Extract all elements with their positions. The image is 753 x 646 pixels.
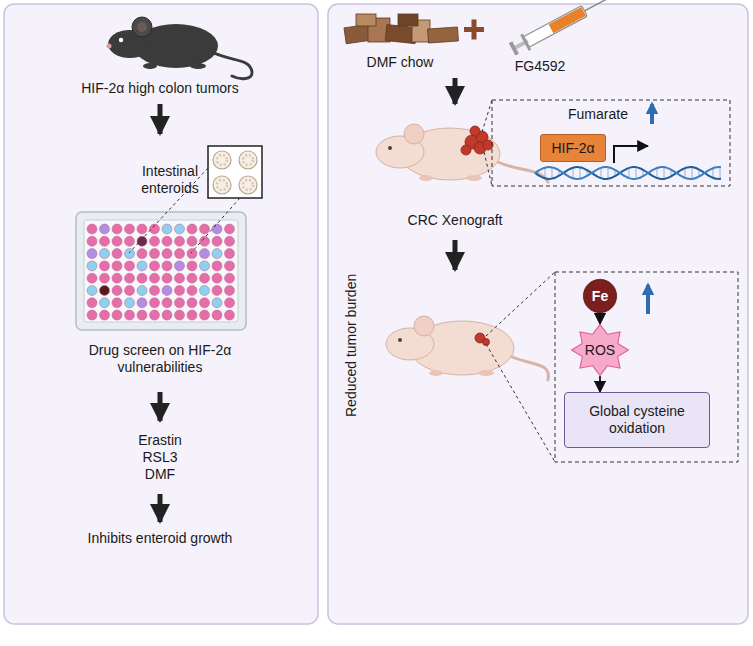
caption-text: Inhibits enteroid growth [88, 530, 233, 547]
plus-sign [464, 20, 484, 40]
increase-arrow [646, 285, 650, 314]
drug-list: Erastin RSL3 DMF [130, 432, 190, 482]
flow-arrow [160, 78, 455, 522]
flow-connector [599, 376, 601, 392]
caption-text: HIF-2α high colon tumors [81, 80, 239, 97]
zoom-line [486, 272, 555, 462]
gene-box: HIF-2α [540, 134, 606, 162]
node-text: Global cysteine oxidation [577, 403, 697, 437]
caption-text: Drug screen on HIF-2α vulnerabilities [70, 342, 250, 376]
caption-text: DMF chow [367, 54, 434, 71]
outcome-text: Reduced tumor burden [344, 273, 361, 416]
transcription-arrow [614, 146, 648, 163]
drug-name: FG4592 [515, 58, 566, 75]
dna-helix [535, 167, 721, 179]
caption-text: CRC Xenograft [408, 212, 503, 229]
caption-text: Intestinal enteroids [131, 163, 209, 197]
iron-circle: Fe [583, 279, 617, 313]
node-text: Fe [592, 288, 608, 305]
left-panel [4, 4, 318, 624]
zoom-box [492, 100, 730, 186]
right-panel [328, 4, 748, 624]
mouse-icon [107, 17, 253, 79]
outcome-box: Global cysteine oxidation [564, 392, 710, 448]
ros-star: ROS [571, 324, 629, 376]
well-plate [76, 212, 246, 330]
zoom-box [555, 272, 738, 462]
enteroid-inset [208, 146, 262, 198]
node-text: HIF-2α [551, 140, 594, 157]
chow-pellets [344, 14, 458, 44]
xenograft-mouse [376, 124, 548, 182]
syringe [508, 0, 614, 57]
metabolite-label: Fumarate [568, 106, 628, 123]
increase-arrow [650, 104, 654, 124]
flow-connector [599, 313, 601, 324]
node-text: ROS [585, 342, 615, 359]
zoom-line [482, 100, 492, 186]
treated-mouse [386, 316, 549, 380]
